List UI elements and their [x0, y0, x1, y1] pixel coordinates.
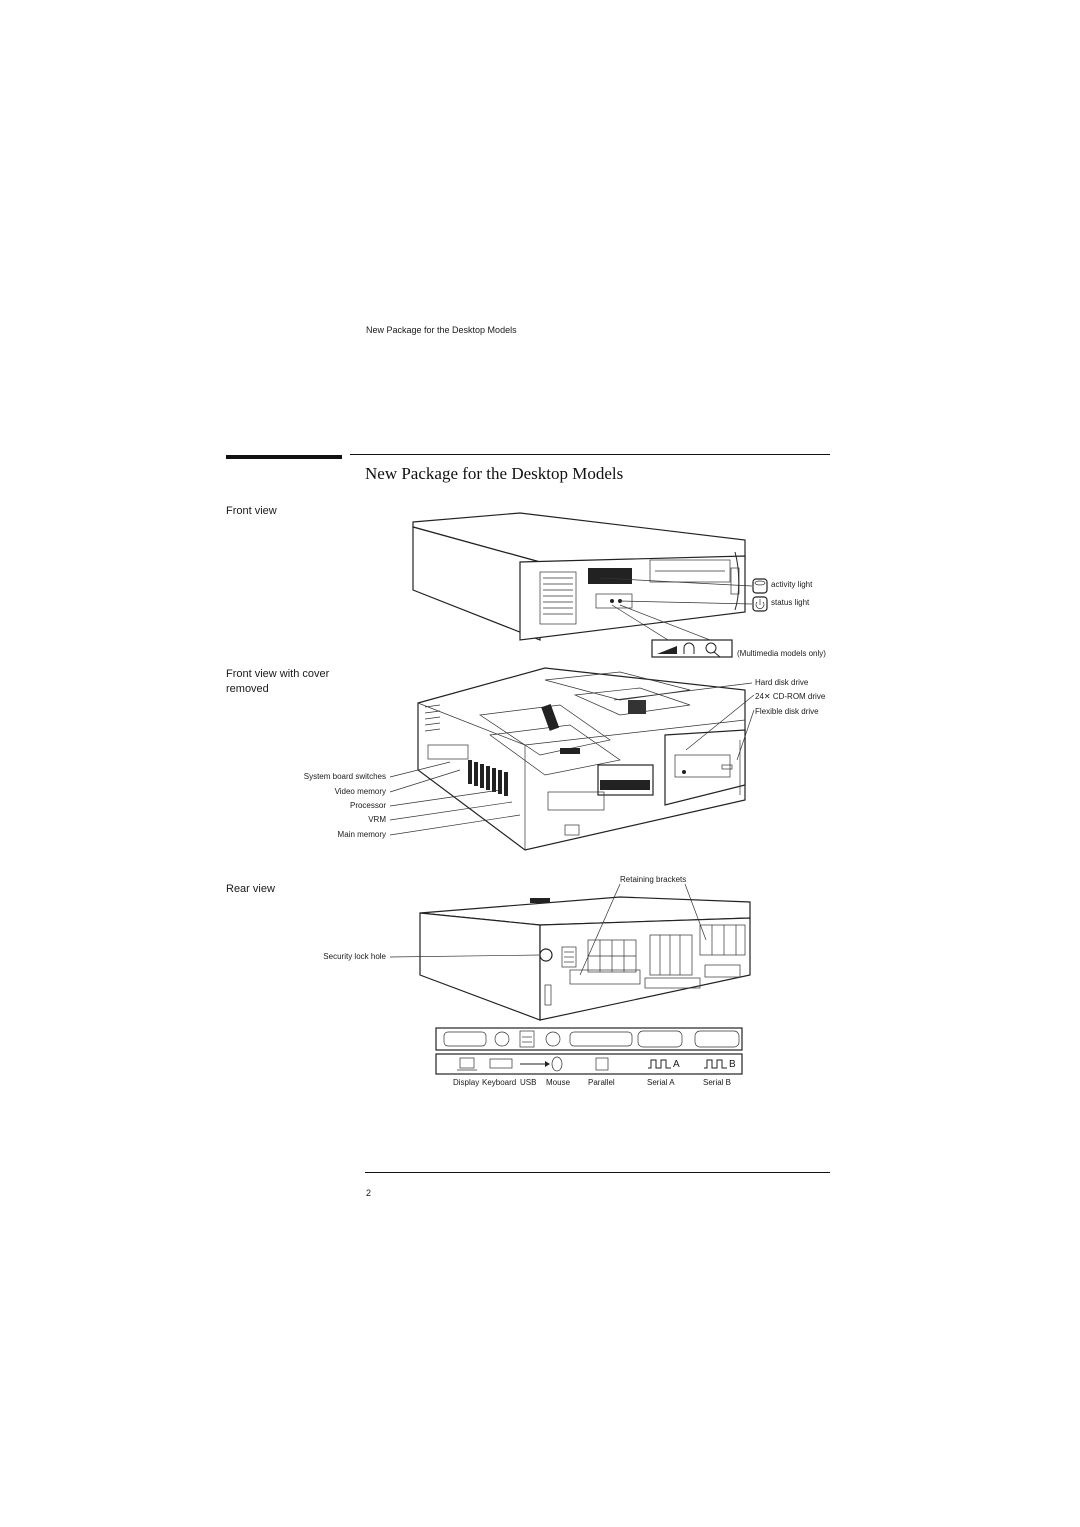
port-label-serial-b: Serial B	[703, 1078, 732, 1087]
video-memory-callout: Video memory	[334, 787, 386, 796]
page-title: New Package for the Desktop Models	[365, 464, 624, 483]
port-label-mouse: Mouse	[546, 1078, 571, 1087]
system-board-switches-callout: System board switches	[303, 772, 386, 781]
activity-light-callout: activity light	[771, 580, 813, 589]
title-thin-rule	[350, 454, 830, 455]
port-label-parallel: Parallel	[588, 1078, 615, 1087]
port-label-serial-a: Serial A	[647, 1078, 675, 1087]
status-light-callout: status light	[771, 598, 810, 607]
retaining-brackets-callout: Retaining brackets	[620, 875, 687, 884]
port-label-usb: USB	[520, 1078, 537, 1087]
flexible-disk-drive-callout: Flexible disk drive	[755, 707, 819, 716]
footer-rule	[365, 1172, 830, 1173]
port-label-display: Display	[453, 1078, 480, 1087]
processor-callout: Processor	[349, 801, 386, 810]
page-number: 2	[366, 1188, 372, 1198]
front-view-label: Front view	[226, 505, 277, 517]
hard-disk-drive-callout: Hard disk drive	[755, 678, 809, 687]
security-lock-hole-callout: Security lock hole	[323, 952, 386, 961]
serial-b-port-letter: B	[729, 1059, 736, 1070]
port-label-keyboard: Keyboard	[482, 1078, 517, 1087]
multimedia-note: (Multimedia models only)	[737, 649, 826, 658]
vrm-callout: VRM	[368, 815, 386, 824]
running-head: New Package for the Desktop Models	[366, 325, 517, 335]
title-thick-rule	[226, 455, 342, 459]
serial-a-port-letter: A	[673, 1059, 680, 1070]
rear-view-label: Rear view	[226, 883, 275, 895]
front-view-cover-removed-label: Front view with cover removed	[226, 668, 330, 695]
cd-rom-drive-callout: 24✕ CD-ROM drive	[755, 692, 826, 701]
main-memory-callout: Main memory	[337, 830, 386, 839]
